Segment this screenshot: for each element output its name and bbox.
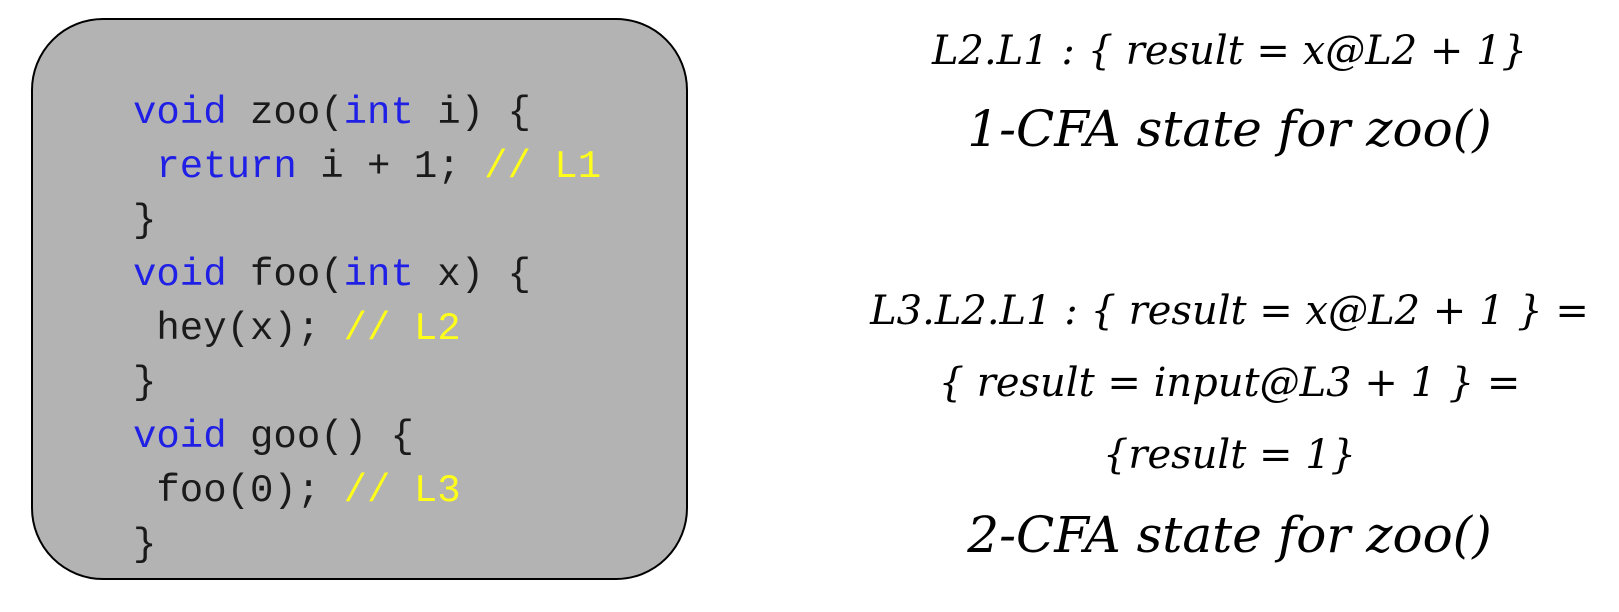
code-keyword: return	[156, 145, 297, 189]
code-listing: void zoo(int i) { return i + 1; // L1 } …	[133, 86, 601, 572]
code-text: x) {	[413, 253, 531, 297]
code-text: }	[133, 199, 157, 243]
code-text: i + 1;	[296, 145, 485, 189]
code-line: return i + 1; // L1	[133, 140, 601, 194]
code-keyword: int	[343, 253, 414, 297]
code-line: }	[133, 356, 601, 410]
code-keyword: int	[343, 91, 414, 135]
code-text: hey(x);	[133, 307, 344, 351]
one-cfa-label: 1-CFA state for zoo()	[967, 100, 1492, 158]
code-comment: // L1	[484, 145, 602, 189]
code-keyword: void	[133, 415, 227, 459]
code-panel: void zoo(int i) { return i + 1; // L1 } …	[31, 18, 688, 580]
code-line: foo(0); // L3	[133, 464, 601, 518]
annotations-panel: L2.L1 : { result = x@L2 + 1} 1-CFA state…	[840, 0, 1619, 612]
code-line: }	[133, 194, 601, 248]
code-comment: // L3	[343, 469, 461, 513]
code-line: void goo() {	[133, 410, 601, 464]
code-line: void foo(int x) {	[133, 248, 601, 302]
two-cfa-state-line-2: { result = input@L3 + 1 } =	[938, 360, 1521, 406]
code-text: }	[133, 523, 157, 567]
code-text: foo(	[226, 253, 344, 297]
code-text: zoo(	[226, 91, 344, 135]
two-cfa-state-line-1: L3.L2.L1 : { result = x@L2 + 1 } =	[870, 288, 1589, 334]
one-cfa-state: L2.L1 : { result = x@L2 + 1}	[931, 28, 1528, 74]
two-cfa-label: 2-CFA state for zoo()	[967, 506, 1492, 564]
code-text: i) {	[413, 91, 531, 135]
code-line: void zoo(int i) {	[133, 86, 601, 140]
code-keyword: void	[133, 253, 227, 297]
code-comment: // L2	[343, 307, 461, 351]
code-line: }	[133, 518, 601, 572]
code-text: foo(0);	[133, 469, 344, 513]
two-cfa-state-line-3: {result = 1}	[1102, 432, 1357, 478]
code-line: hey(x); // L2	[133, 302, 601, 356]
code-text: goo() {	[226, 415, 414, 459]
code-text: }	[133, 361, 157, 405]
code-keyword: void	[133, 91, 227, 135]
code-text	[133, 145, 156, 189]
